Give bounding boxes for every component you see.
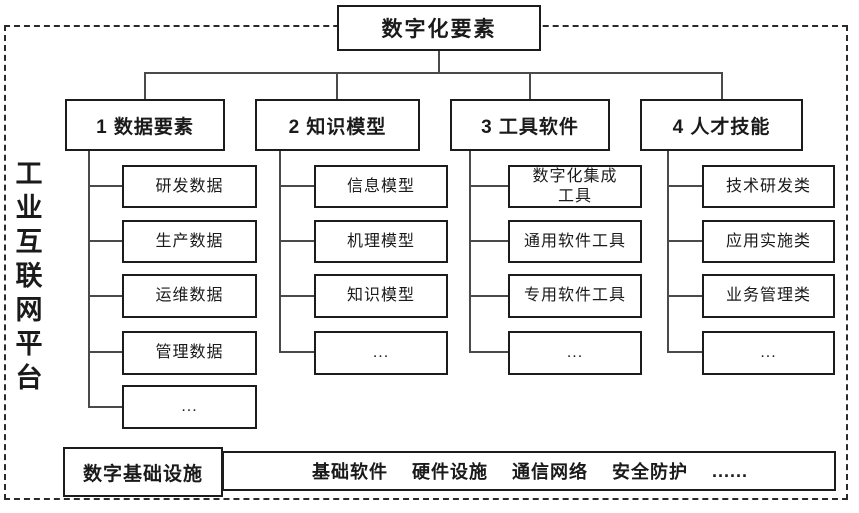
node-special-software-tools: 专用软件工具 — [508, 274, 642, 318]
infra-item-more: ...... — [712, 460, 749, 481]
node-label: 数字化集成工具 — [532, 167, 618, 205]
branch-col3-2 — [469, 240, 508, 242]
node-production-data: 生产数据 — [122, 220, 257, 263]
infra-item-basic-software: 基础软件 — [312, 462, 388, 482]
node-label: 技术研发类 — [725, 177, 811, 195]
header-talent-skills: 4 人才技能 — [640, 99, 803, 151]
infrastructure-label-box: 数字基础设施 — [63, 447, 223, 497]
connector-drop-col4 — [721, 72, 723, 99]
branch-col4-1 — [667, 185, 702, 187]
infra-item-network: 通信网络 — [512, 462, 588, 482]
connector-root-drop — [438, 51, 440, 72]
branch-col2-2 — [279, 240, 314, 242]
node-label: 业务管理类 — [725, 287, 811, 304]
node-mechanism-model: 机理模型 — [314, 220, 448, 263]
node-label: 通用软件工具 — [523, 232, 626, 250]
infrastructure-label: 数字基础设施 — [82, 463, 203, 485]
node-knowledge-model: 知识模型 — [314, 274, 448, 318]
branch-col1-5 — [88, 406, 122, 408]
connector-drop-col2 — [336, 72, 338, 99]
connector-drop-col1 — [144, 72, 146, 99]
node-label: 研发数据 — [155, 177, 224, 195]
branch-col2-1 — [279, 185, 314, 187]
node-data-more: ... — [122, 385, 257, 429]
spine-col1 — [88, 151, 90, 407]
node-label: ... — [566, 344, 584, 361]
node-tech-rd-type: 技术研发类 — [702, 165, 835, 208]
branch-col3-1 — [469, 185, 508, 187]
node-label: ... — [372, 344, 390, 361]
root-node-digital-elements: 数字化要素 — [337, 5, 541, 51]
connector-bus — [144, 72, 723, 74]
node-label: ... — [181, 398, 198, 415]
node-label: 应用实施类 — [725, 232, 811, 250]
branch-col1-1 — [88, 185, 122, 187]
branch-col1-3 — [88, 295, 122, 297]
header-knowledge-models: 2 知识模型 — [255, 99, 420, 151]
branch-col2-4 — [279, 351, 314, 353]
branch-col4-4 — [667, 351, 702, 353]
node-om-data: 运维数据 — [122, 274, 257, 318]
node-general-software-tools: 通用软件工具 — [508, 220, 642, 263]
header-label: 3 工具软件 — [481, 116, 579, 138]
infra-item-hardware: 硬件设施 — [412, 462, 488, 482]
node-label: 运维数据 — [155, 287, 224, 304]
header-data-elements: 1 数据要素 — [65, 99, 225, 151]
branch-col2-3 — [279, 295, 314, 297]
spine-col3 — [469, 151, 471, 352]
header-label: 1 数据要素 — [96, 116, 194, 138]
node-label: 管理数据 — [155, 344, 224, 361]
node-information-model: 信息模型 — [314, 165, 448, 208]
spine-col2 — [279, 151, 281, 352]
node-business-mgmt-type: 业务管理类 — [702, 274, 835, 318]
infra-item-security: 安全防护 — [612, 462, 688, 482]
branch-col4-2 — [667, 240, 702, 242]
node-label: 知识模型 — [346, 287, 415, 304]
node-model-more: ... — [314, 331, 448, 375]
connector-drop-col3 — [529, 72, 531, 99]
node-label: 专用软件工具 — [523, 287, 626, 304]
node-application-type: 应用实施类 — [702, 220, 835, 263]
branch-col3-4 — [469, 351, 508, 353]
node-label: 信息模型 — [346, 177, 415, 195]
infrastructure-strip: 基础软件 硬件设施 通信网络 安全防护 ...... — [222, 451, 836, 491]
spine-col4 — [667, 151, 669, 352]
branch-col1-2 — [88, 240, 122, 242]
branch-col1-4 — [88, 351, 122, 353]
node-digital-integration-tools: 数字化集成工具 — [508, 165, 642, 208]
node-tools-more: ... — [508, 331, 642, 375]
node-skills-more: ... — [702, 331, 835, 375]
header-tool-software: 3 工具软件 — [450, 99, 610, 151]
branch-col3-3 — [469, 295, 508, 297]
node-label: 生产数据 — [155, 232, 224, 250]
header-label: 4 人才技能 — [672, 116, 771, 138]
node-label: ... — [760, 344, 777, 361]
header-label: 2 知识模型 — [288, 116, 387, 138]
node-label: 机理模型 — [346, 232, 415, 250]
root-node-label: 数字化要素 — [381, 18, 497, 41]
branch-col4-3 — [667, 295, 702, 297]
node-rd-data: 研发数据 — [122, 165, 257, 208]
node-management-data: 管理数据 — [122, 331, 257, 375]
platform-label: 工业互联网平台 — [11, 159, 42, 397]
